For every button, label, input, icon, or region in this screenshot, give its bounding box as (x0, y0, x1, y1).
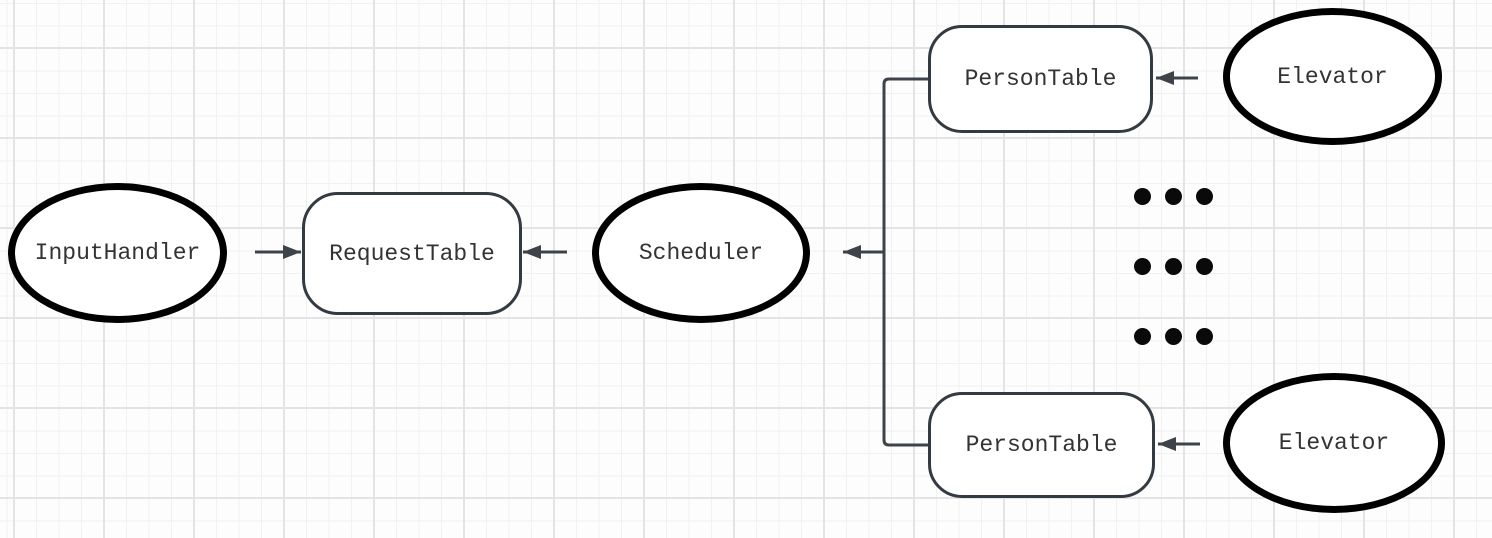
ellipsis-dot (1165, 258, 1182, 275)
node-elevator-top[interactable]: Elevator (1223, 8, 1442, 145)
ellipsis-row (1134, 188, 1213, 205)
ellipsis-dot (1134, 328, 1151, 345)
ellipsis-more-pairs (1134, 188, 1213, 345)
node-person-table-top-label: PersonTable (964, 66, 1117, 92)
ellipsis-dot (1196, 328, 1213, 345)
node-scheduler-label: Scheduler (638, 240, 764, 266)
node-elevator-bottom[interactable]: Elevator (1223, 373, 1445, 513)
ellipsis-dot (1134, 188, 1151, 205)
ellipsis-dot (1134, 258, 1151, 275)
edge-persontable-branch[interactable] (882, 77, 932, 447)
ellipsis-dot (1196, 258, 1213, 275)
ellipsis-dot (1196, 188, 1213, 205)
ellipsis-row (1134, 328, 1213, 345)
node-person-table-bottom-label: PersonTable (965, 432, 1118, 458)
node-input-handler-label: InputHandler (34, 240, 201, 266)
ellipsis-row (1134, 258, 1213, 275)
node-elevator-top-label: Elevator (1277, 63, 1388, 90)
node-elevator-bottom-label: Elevator (1278, 430, 1390, 456)
node-request-table[interactable]: RequestTable (302, 192, 522, 315)
node-scheduler[interactable]: Scheduler (592, 183, 810, 323)
node-person-table-bottom[interactable]: PersonTable (928, 392, 1155, 498)
ellipsis-dot (1165, 328, 1182, 345)
node-input-handler[interactable]: InputHandler (8, 183, 227, 323)
node-request-table-label: RequestTable (329, 240, 495, 267)
node-person-table-top[interactable]: PersonTable (928, 25, 1153, 133)
ellipsis-dot (1165, 188, 1182, 205)
